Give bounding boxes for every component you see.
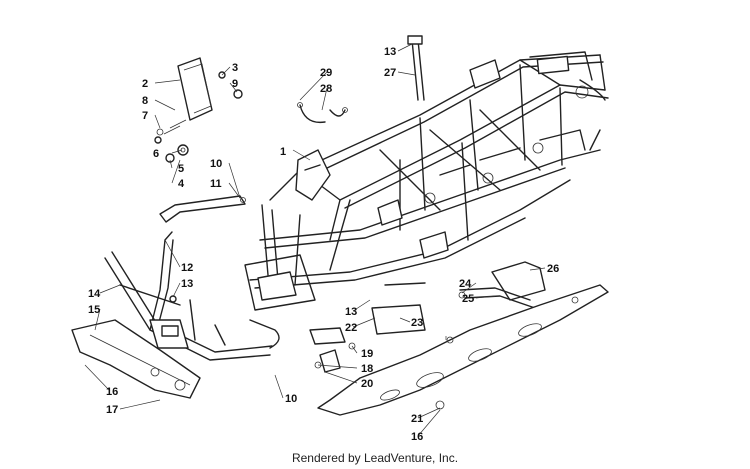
leader-lines <box>84 43 546 437</box>
front-skid-plate <box>71 319 201 399</box>
callout-9: 9 <box>232 78 238 90</box>
callout-18: 18 <box>361 363 373 375</box>
callout-2: 2 <box>142 78 148 90</box>
callout-12: 12 <box>181 262 193 274</box>
callout-3: 3 <box>232 62 238 74</box>
headlight-housing <box>154 57 243 163</box>
spacer-blocks <box>371 282 426 335</box>
callout-16-front: 16 <box>106 386 118 398</box>
callout-25: 25 <box>462 293 474 305</box>
callout-22: 22 <box>345 322 357 334</box>
callout-26: 26 <box>547 263 559 275</box>
callout-13-bumper: 13 <box>181 278 193 290</box>
hose-clamps <box>297 102 348 124</box>
callout-1: 1 <box>280 146 286 158</box>
callout-23: 23 <box>411 317 423 329</box>
callout-6: 6 <box>153 148 159 160</box>
callout-10-bracket: 10 <box>210 158 222 170</box>
callout-4: 4 <box>178 178 185 190</box>
callout-28: 28 <box>320 83 332 95</box>
callout-11: 11 <box>210 178 222 190</box>
callout-27: 27 <box>384 67 396 79</box>
main-frame <box>244 51 609 311</box>
callout-21: 21 <box>411 413 423 425</box>
callout-14: 14 <box>88 288 101 300</box>
callout-10-bumper: 10 <box>285 393 297 405</box>
front-bumper <box>104 231 280 361</box>
callout-24: 24 <box>459 278 472 290</box>
callout-13-spacer: 13 <box>345 306 357 318</box>
support-rod <box>407 35 425 101</box>
rendered-by-credit: Rendered by LeadVenture, Inc. <box>291 451 459 465</box>
callout-29: 29 <box>320 67 332 79</box>
callout-19: 19 <box>361 348 373 360</box>
callout-13-rod: 13 <box>384 46 396 58</box>
callout-15: 15 <box>88 304 100 316</box>
callout-16-main: 16 <box>411 431 423 443</box>
callout-17: 17 <box>106 404 118 416</box>
callout-numbers: 1 2 3 4 5 6 7 8 9 10 10 11 12 13 13 13 1… <box>88 46 559 443</box>
callout-7: 7 <box>142 110 148 122</box>
callout-5: 5 <box>178 163 184 175</box>
mount-bracket <box>159 195 246 223</box>
rear-bracket-set <box>309 327 356 373</box>
footrest-bracket <box>458 261 546 309</box>
callout-20: 20 <box>361 378 373 390</box>
callout-8: 8 <box>142 95 148 107</box>
main-skid-plate <box>317 284 609 416</box>
